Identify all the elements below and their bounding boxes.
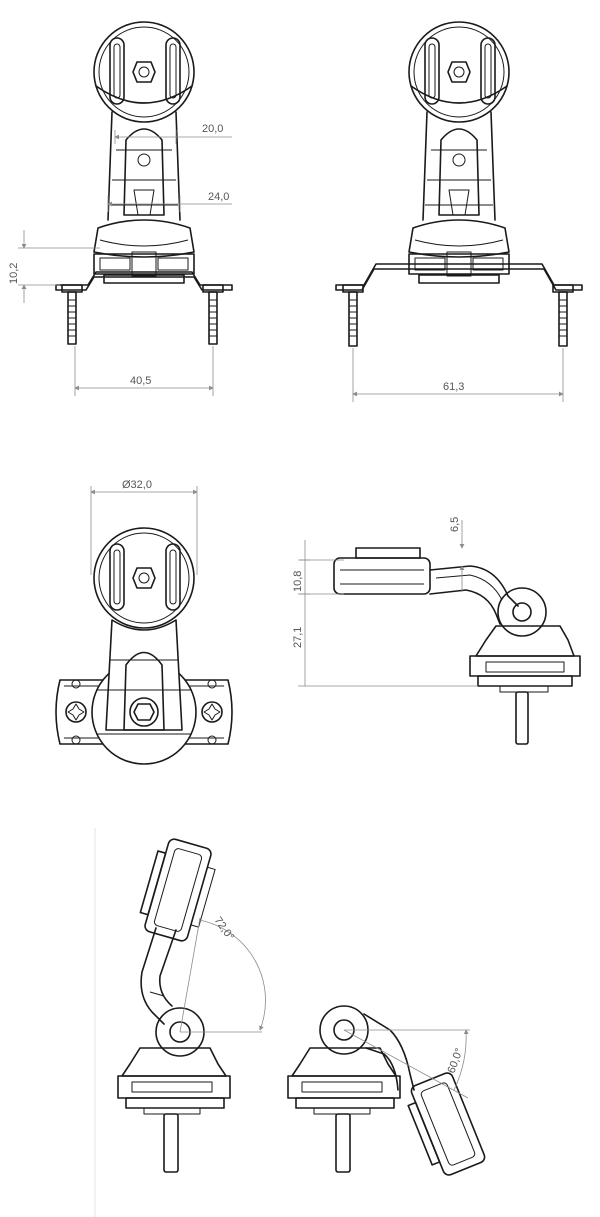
dim-arm-width: 24,0 <box>208 191 229 203</box>
tilt-backward-view <box>287 1005 486 1176</box>
tilt-forward-view <box>117 838 266 1173</box>
dim-side-offset: 6,5 <box>449 517 461 532</box>
dim-short-bracket-span: 40,5 <box>130 375 151 387</box>
dimension-lines-view3 <box>90 486 198 575</box>
front-view-base-plate <box>55 527 233 765</box>
dimension-lines-view2 <box>352 348 564 402</box>
side-view <box>333 547 581 745</box>
dim-top-width: 20,0 <box>202 123 223 135</box>
dimension-lines-view1 <box>18 130 232 396</box>
front-view-long-bracket <box>335 21 583 347</box>
dim-head-diameter: Ø32,0 <box>122 479 152 491</box>
angle-backward-tilt: 60,0° <box>446 1047 466 1075</box>
dimension-lines-view4 <box>298 520 478 687</box>
angle-forward-tilt: 72,0° <box>212 915 237 943</box>
dim-side-head-height: 10,8 <box>292 571 304 592</box>
dim-long-bracket-span: 61,3 <box>443 381 464 393</box>
dim-side-total-height: 27,1 <box>292 627 304 648</box>
dim-base-height: 10,2 <box>8 263 20 284</box>
front-view-short-bracket <box>55 21 233 345</box>
